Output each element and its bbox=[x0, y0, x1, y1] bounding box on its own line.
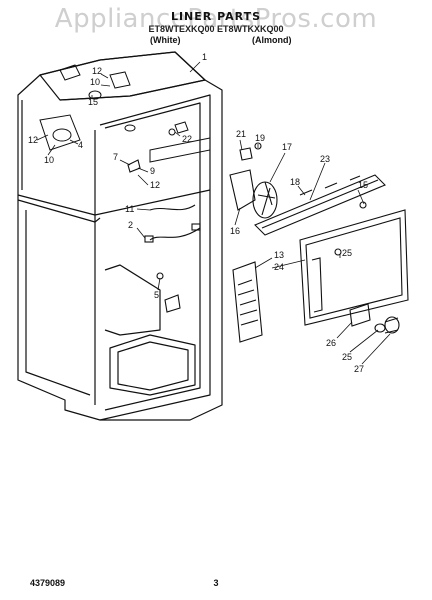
callout-11: 11 bbox=[125, 204, 134, 214]
callout-25b: 25 bbox=[342, 352, 352, 362]
variant-white: (White) bbox=[150, 35, 181, 45]
callout-22: 22 bbox=[182, 134, 192, 144]
callout-17: 17 bbox=[282, 142, 292, 152]
callout-27: 27 bbox=[354, 364, 364, 374]
callout-15b: 15 bbox=[358, 180, 368, 190]
callout-15a: 15 bbox=[88, 97, 98, 107]
callout-4: 4 bbox=[78, 140, 83, 150]
callout-18: 18 bbox=[290, 177, 300, 187]
callout-25a: 25 bbox=[342, 248, 352, 258]
callout-12a: 12 bbox=[92, 66, 102, 76]
model-numbers: ET8WTEXKQ00 ET8WTKXKQ00 bbox=[148, 24, 284, 34]
callout-24: 24 bbox=[274, 262, 284, 272]
callout-10a: 10 bbox=[90, 77, 100, 87]
callout-7: 7 bbox=[113, 152, 118, 162]
callout-23: 23 bbox=[320, 154, 330, 164]
leader-lines bbox=[36, 61, 391, 365]
callout-21: 21 bbox=[236, 129, 246, 139]
callout-13: 13 bbox=[274, 250, 284, 260]
callout-12b: 12 bbox=[28, 135, 38, 145]
callout-5: 5 bbox=[154, 290, 159, 300]
callout-19: 19 bbox=[255, 133, 265, 143]
wire-harness bbox=[127, 159, 201, 313]
diagram-title: LINER PARTS bbox=[170, 10, 262, 23]
callout-16: 16 bbox=[230, 226, 240, 236]
callout-1: 1 bbox=[202, 52, 207, 62]
page-number: 3 bbox=[213, 578, 219, 588]
liner-body bbox=[17, 51, 223, 421]
fan-assembly bbox=[156, 142, 409, 343]
variant-almond: (Almond) bbox=[252, 35, 292, 45]
callout-26: 26 bbox=[326, 338, 336, 348]
callout-9: 9 bbox=[150, 166, 155, 176]
callout-2: 2 bbox=[128, 220, 133, 230]
callout-12c: 12 bbox=[150, 180, 160, 190]
upper-bracket-group bbox=[39, 64, 211, 163]
watermark: AppliancePartsPros.com bbox=[54, 4, 378, 34]
callout-10b: 10 bbox=[44, 155, 54, 165]
document-number: 4379089 bbox=[30, 578, 66, 588]
callout-labels: 1 12 10 15 12 10 4 21 19 17 22 7 9 12 23… bbox=[28, 52, 368, 374]
color-variants: (White) (Almond) bbox=[0, 35, 432, 47]
